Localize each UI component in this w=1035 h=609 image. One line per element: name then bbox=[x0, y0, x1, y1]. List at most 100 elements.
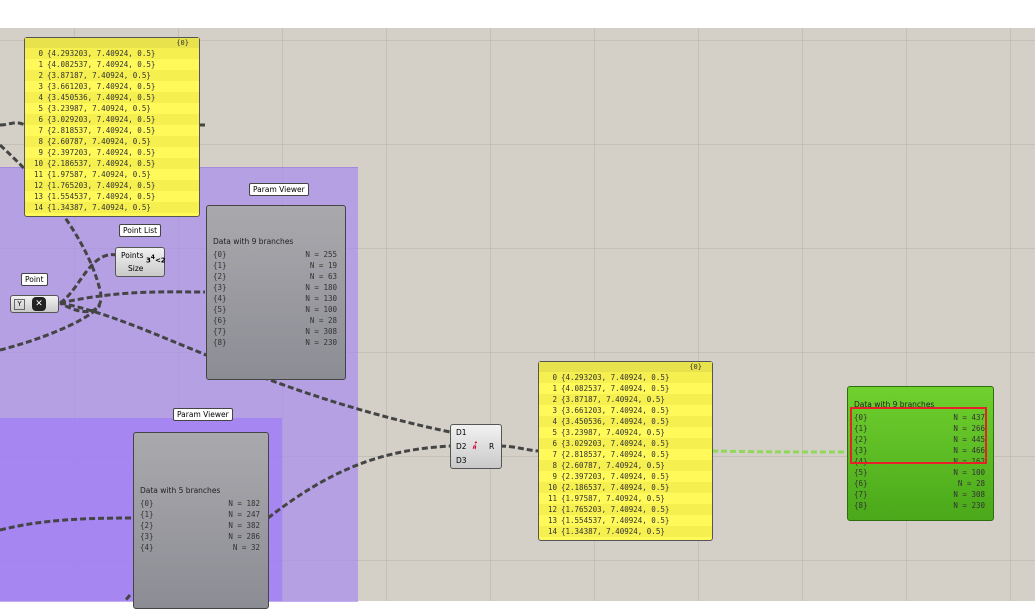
branch-path: {7} bbox=[854, 490, 868, 499]
row-value: {3.661203, 7.40924, 0.5} bbox=[47, 82, 156, 91]
branch-count: N = 308 bbox=[953, 490, 985, 499]
branch-count: N = 130 bbox=[305, 294, 337, 303]
input-d3[interactable]: D3 bbox=[456, 456, 467, 465]
row-index: 11 bbox=[547, 494, 557, 503]
branch-count: N = 247 bbox=[228, 510, 260, 519]
branch-count: N = 255 bbox=[305, 250, 337, 259]
row-index: 10 bbox=[547, 483, 557, 492]
row-value: {1.97587, 7.40924, 0.5} bbox=[47, 170, 151, 179]
panel-row: 7{2.818537, 7.40924, 0.5} bbox=[539, 449, 712, 460]
branch-row: {4}N = 32 bbox=[134, 542, 268, 553]
branch-row: {3}N = 286 bbox=[134, 531, 268, 542]
branch-row: {8}N = 230 bbox=[207, 337, 345, 348]
panel-row: 6 {3.029203, 7.40924, 0.5} bbox=[25, 114, 199, 125]
branch-path: {0} bbox=[854, 413, 868, 422]
row-value: {3.450536, 7.40924, 0.5} bbox=[47, 93, 156, 102]
branch-path: {6} bbox=[213, 316, 227, 325]
branch-count: N = 19 bbox=[309, 261, 337, 270]
output-r[interactable]: R bbox=[489, 442, 495, 451]
input-d2[interactable]: D2 bbox=[456, 442, 467, 451]
branch-count: N = 382 bbox=[228, 521, 260, 530]
panel-row: 9{2.397203, 7.40924, 0.5} bbox=[539, 471, 712, 482]
row-index: 6 bbox=[38, 115, 43, 124]
row-value: {1.765203, 7.40924, 0.5} bbox=[561, 505, 670, 514]
branch-path: {7} bbox=[213, 327, 227, 336]
row-value: {1.97587, 7.40924, 0.5} bbox=[561, 494, 665, 503]
branch-row: {3}N = 180 bbox=[207, 282, 345, 293]
entwine-icon: ➶ bbox=[467, 436, 483, 454]
entwine-component[interactable]: D1 D2 D3 ➶ R bbox=[450, 424, 502, 469]
panel-row: 0{4.293203, 7.40924, 0.5} bbox=[25, 48, 199, 59]
panel-row: 6{3.029203, 7.40924, 0.5} bbox=[539, 438, 712, 449]
viewer-title: Data with 5 branches bbox=[140, 486, 221, 495]
branch-count: N = 182 bbox=[228, 499, 260, 508]
panel-path-header: {0} bbox=[25, 38, 199, 48]
input-d1[interactable]: D1 bbox=[456, 428, 467, 437]
branch-path: {1} bbox=[140, 510, 154, 519]
row-value: {1.34387, 7.40924, 0.5} bbox=[47, 203, 151, 212]
row-value: {2.186537, 7.40924, 0.5} bbox=[561, 483, 670, 492]
row-value: {1.765203, 7.40924, 0.5} bbox=[47, 181, 156, 190]
panel-row: 10{2.186537, 7.40924, 0.5} bbox=[25, 158, 199, 169]
panel-row: 1{4.082537, 7.40924, 0.5} bbox=[25, 59, 199, 70]
branch-path: {8} bbox=[854, 501, 868, 510]
row-index: 1 bbox=[552, 384, 557, 393]
row-index: 4 bbox=[552, 417, 557, 426]
branch-row: {1} N = 247 bbox=[134, 509, 268, 520]
point-panel-mid[interactable]: {0} 0{4.293203, 7.40924, 0.5}1{4.082537,… bbox=[538, 361, 713, 541]
branch-row: {1}N = 266 bbox=[848, 423, 993, 434]
row-value: {2.818537, 7.40924, 0.5} bbox=[47, 126, 156, 135]
branch-count: N = 266 bbox=[953, 424, 985, 433]
param-viewer-9-branches[interactable]: Data with 9 branches {0}N = 255{1}N = 19… bbox=[206, 205, 346, 380]
branch-row: {8} N = 230 bbox=[848, 500, 993, 511]
panel-row: 13 {1.554537, 7.40924, 0.5} bbox=[539, 515, 712, 526]
panel-row: 11 {1.97587, 7.40924, 0.5} bbox=[539, 493, 712, 504]
point-component[interactable]: Y ✕ bbox=[10, 295, 59, 313]
point-list-component[interactable]: Points Size 34<2 bbox=[115, 247, 166, 277]
point-panel-top[interactable]: {0} 0{4.293203, 7.40924, 0.5}1{4.082537,… bbox=[24, 37, 200, 217]
row-index: 13 bbox=[547, 516, 557, 525]
row-value: {1.554537, 7.40924, 0.5} bbox=[47, 192, 156, 201]
branch-count: N = 180 bbox=[305, 283, 337, 292]
row-index: 11 bbox=[33, 170, 43, 179]
branch-row: {3}N = 466 bbox=[848, 445, 993, 456]
row-value: {3.450536, 7.40924, 0.5} bbox=[561, 417, 670, 426]
panel-row: 8{2.60787, 7.40924, 0.5} bbox=[25, 136, 199, 147]
branch-row: {2} N = 445 bbox=[848, 434, 993, 445]
branch-count: N = 445 bbox=[953, 435, 985, 444]
row-index: 8 bbox=[38, 137, 43, 146]
row-index: 1 bbox=[38, 60, 43, 69]
param-viewer-5-branches[interactable]: Data with 5 branches {0}N = 182{1}N = 24… bbox=[133, 432, 269, 609]
input-size[interactable]: Size bbox=[128, 264, 144, 273]
row-value: {3.661203, 7.40924, 0.5} bbox=[561, 406, 670, 415]
row-value: {4.082537, 7.40924, 0.5} bbox=[561, 384, 670, 393]
branch-count: N = 230 bbox=[953, 501, 985, 510]
branch-count: N = 100 bbox=[953, 468, 985, 477]
panel-row: 11 {1.97587, 7.40924, 0.5} bbox=[25, 169, 199, 180]
branch-count: N = 28 bbox=[957, 479, 985, 488]
panel-row: 14{1.34387, 7.40924, 0.5} bbox=[25, 202, 199, 213]
branch-count: N = 28 bbox=[309, 316, 337, 325]
row-value: {2.186537, 7.40924, 0.5} bbox=[47, 159, 156, 168]
branch-path: {4} bbox=[854, 457, 868, 466]
point-list-tag: Point List bbox=[119, 224, 162, 237]
branch-count: N = 308 bbox=[305, 327, 337, 336]
branch-path: {5} bbox=[854, 468, 868, 477]
point-list-icon: 34<2 bbox=[146, 255, 166, 265]
branch-row: {1}N = 19 bbox=[207, 260, 345, 271]
row-value: {3.87187, 7.40924, 0.5} bbox=[561, 395, 665, 404]
branch-path: {6} bbox=[854, 479, 868, 488]
point-tag: Point bbox=[21, 273, 48, 286]
row-index: 2 bbox=[552, 395, 557, 404]
input-points[interactable]: Points bbox=[121, 251, 144, 260]
branch-count: N = 32 bbox=[232, 543, 260, 552]
row-value: {2.818537, 7.40924, 0.5} bbox=[561, 450, 670, 459]
row-value: {3.029203, 7.40924, 0.5} bbox=[47, 115, 156, 124]
row-index: 12 bbox=[547, 505, 557, 514]
branch-row: {7} N = 308 bbox=[207, 326, 345, 337]
row-value: {1.554537, 7.40924, 0.5} bbox=[561, 516, 670, 525]
branch-path: {3} bbox=[854, 446, 868, 455]
branch-path: {2} bbox=[854, 435, 868, 444]
panel-row: 9{2.397203, 7.40924, 0.5} bbox=[25, 147, 199, 158]
row-index: 5 bbox=[38, 104, 43, 113]
